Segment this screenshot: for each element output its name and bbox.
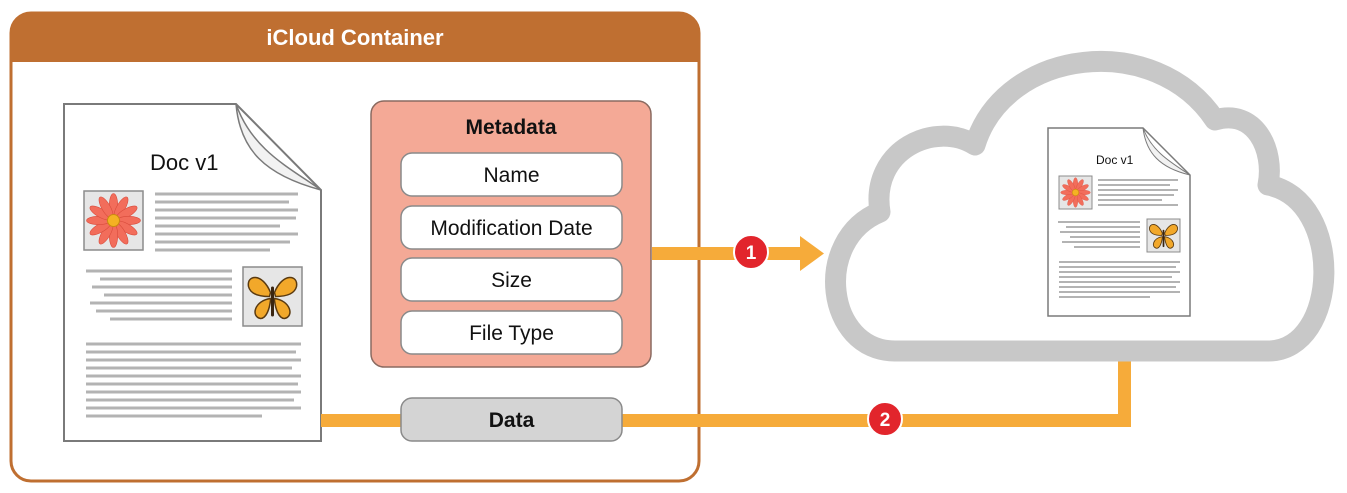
metadata-field-file-type: File Type bbox=[400, 310, 623, 355]
metadata-field-size: Size bbox=[400, 257, 623, 302]
container-title: iCloud Container bbox=[266, 25, 444, 50]
metadata-field-label: Name bbox=[483, 164, 539, 187]
data-label: Data bbox=[489, 409, 535, 432]
arrow-head-right bbox=[800, 236, 824, 271]
flower-icon bbox=[83, 190, 144, 251]
metadata-field-label: Modification Date bbox=[430, 217, 592, 240]
metadata-title: Metadata bbox=[465, 116, 556, 139]
metadata-field-label: File Type bbox=[469, 322, 554, 345]
step-number: 1 bbox=[746, 243, 757, 264]
butterfly-icon bbox=[242, 266, 303, 327]
cloud-document-text-lines bbox=[1058, 179, 1180, 298]
cloud-document: Doc v1 bbox=[1047, 127, 1191, 317]
document: Doc v1 bbox=[63, 103, 322, 442]
step-badge-2: 2 bbox=[867, 401, 903, 437]
step-number: 2 bbox=[880, 410, 891, 431]
cloud-document-title: Doc v1 bbox=[1096, 153, 1134, 167]
container-header bbox=[11, 13, 699, 62]
flower-icon bbox=[1058, 175, 1093, 210]
step-badge-1: 1 bbox=[733, 234, 769, 270]
metadata-field-modification-date: Modification Date bbox=[400, 205, 623, 250]
data-pill: Data bbox=[400, 397, 623, 442]
butterfly-icon bbox=[1146, 218, 1181, 253]
document-text-lines bbox=[86, 192, 301, 418]
document-title: Doc v1 bbox=[150, 150, 218, 175]
metadata-field-label: Size bbox=[491, 269, 532, 292]
page-curl bbox=[235, 103, 322, 191]
metadata-field-name: Name bbox=[400, 152, 623, 197]
metadata-box: Metadata Name Modification Date Size Fil… bbox=[370, 100, 652, 368]
